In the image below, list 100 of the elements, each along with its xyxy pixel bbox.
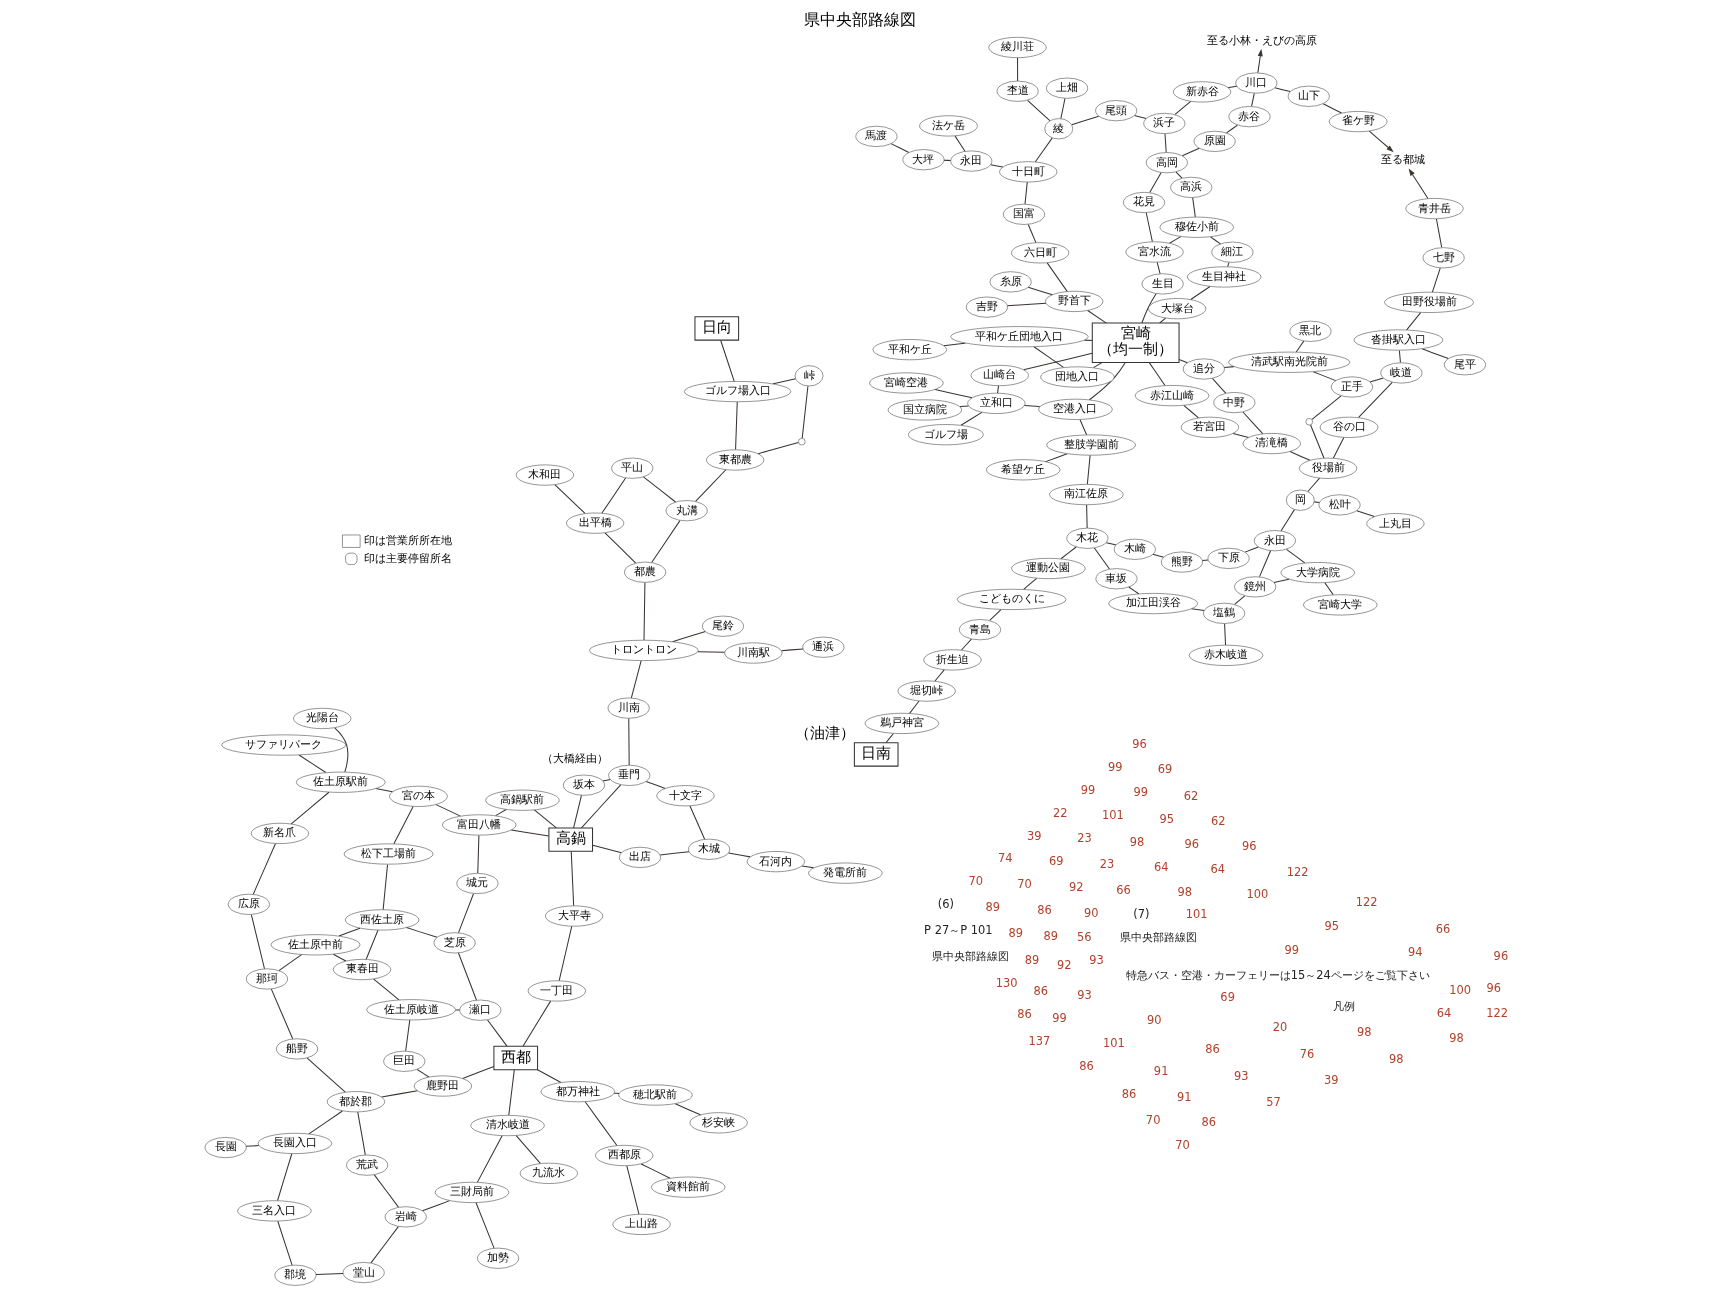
label: 101 <box>1103 1036 1125 1051</box>
node-ellipse: 広原 <box>227 893 270 915</box>
connector <box>628 718 630 766</box>
node-ellipse: 花見 <box>1123 192 1165 213</box>
connector <box>1280 509 1295 532</box>
node-ellipse: 法ケ岳 <box>919 115 978 137</box>
connector <box>651 520 681 563</box>
node-ellipse: 生目 <box>1141 273 1184 295</box>
node-ellipse: 岐道 <box>1380 362 1423 384</box>
node-ellipse: 垂門 <box>608 764 651 786</box>
label: 92 <box>1057 957 1072 972</box>
label: 62 <box>1211 813 1226 828</box>
node-ellipse: 正手 <box>1331 376 1373 398</box>
node-ellipse: 堀切峠 <box>897 680 956 702</box>
label: (7) <box>1133 907 1150 922</box>
connector <box>290 791 330 825</box>
node-ellipse: 浜子 <box>1143 113 1186 134</box>
connector <box>780 648 804 652</box>
node-ellipse: 平和ケ丘団地入口 <box>950 326 1089 348</box>
node-ellipse: 鹿野田 <box>413 1075 472 1097</box>
label: 凡例 <box>1332 998 1355 1013</box>
connector <box>252 843 276 895</box>
label: 69 <box>1049 854 1064 869</box>
connector <box>1023 404 1041 408</box>
connector <box>1312 371 1337 382</box>
connector <box>1201 559 1209 561</box>
connector <box>640 1163 671 1179</box>
connector <box>592 844 622 854</box>
node-ellipse: 九流水 <box>519 1162 578 1184</box>
connector <box>601 477 627 514</box>
connector <box>476 1135 503 1183</box>
node-ellipse: 七野 <box>1422 247 1465 269</box>
connector <box>1324 582 1334 596</box>
connector <box>1023 352 1093 371</box>
node-ellipse: 田野役場前 <box>1384 291 1474 313</box>
node-ellipse: 役場前 <box>1299 457 1358 479</box>
label: 県中央部路線図 <box>1120 930 1198 945</box>
diagram-title: 県中央部路線図 <box>804 10 916 29</box>
label: 64 <box>1153 859 1169 874</box>
connector <box>1310 424 1325 459</box>
node-label: （油津） <box>795 725 856 742</box>
connector <box>1285 548 1306 564</box>
connector <box>306 1057 346 1093</box>
connector <box>659 851 690 856</box>
label: 93 <box>1077 988 1092 1003</box>
connector <box>308 1110 343 1135</box>
label: 101 <box>1101 808 1124 823</box>
connector <box>1133 114 1147 120</box>
connector <box>487 1019 508 1047</box>
connector <box>381 1090 418 1098</box>
label: 86 <box>1037 903 1052 918</box>
connector <box>1149 172 1162 194</box>
connector <box>536 1069 562 1083</box>
connector <box>515 1135 541 1164</box>
connector <box>1164 133 1167 153</box>
connector <box>1209 236 1221 245</box>
node-ellipse: 国立病院 <box>887 399 962 421</box>
connector <box>1141 293 1157 324</box>
node-ellipse: 平山 <box>611 457 654 479</box>
connector <box>1322 103 1343 114</box>
connector <box>1034 137 1053 163</box>
node-ellipse: 城元 <box>456 873 499 894</box>
node-ellipse: 宮崎空港 <box>869 372 944 394</box>
node-ellipse: 六日町 <box>1011 242 1070 264</box>
node-ellipse: 西都原 <box>595 1145 654 1166</box>
connector <box>1006 302 1047 307</box>
connector <box>626 1165 640 1215</box>
node-ellipse: 木和田 <box>515 464 574 486</box>
node-ellipse: 赤木岐道 <box>1188 644 1264 666</box>
connector <box>278 954 303 972</box>
node-ellipse: 都農 <box>624 561 666 583</box>
connector <box>570 851 575 907</box>
connector <box>416 1069 430 1078</box>
label: 93 <box>1089 953 1104 968</box>
label: 62 <box>1183 788 1199 803</box>
node-ellipse: 木花 <box>1066 527 1109 549</box>
node-ellipse: 富田八幡 <box>442 814 517 836</box>
node-ellipse: 追分 <box>1182 358 1225 380</box>
connector <box>1027 223 1037 244</box>
label: 76 <box>1299 1046 1315 1061</box>
node-ellipse: 団地入口 <box>1040 366 1115 388</box>
label: 96 <box>1132 736 1147 751</box>
label: 86 <box>1121 1086 1137 1101</box>
connector <box>393 806 414 845</box>
connector <box>1183 404 1200 419</box>
node-ellipse: 西佐土原 <box>345 909 420 931</box>
node-ellipse: 芝原 <box>433 932 476 954</box>
node-ellipse: 巨田 <box>383 1050 426 1072</box>
node-ellipse: 十文字 <box>656 785 715 807</box>
connector <box>1398 349 1401 363</box>
connector <box>990 164 1004 168</box>
node-ellipse: 大学病院 <box>1280 562 1355 584</box>
label: 70 <box>1145 1112 1161 1127</box>
connector <box>909 700 920 714</box>
connector <box>674 1103 701 1116</box>
node-circle <box>798 438 806 446</box>
label: 95 <box>1159 811 1175 826</box>
connector <box>954 135 966 152</box>
node-box: 宮崎 （均一制） <box>1091 322 1180 364</box>
connector <box>1023 577 1038 590</box>
